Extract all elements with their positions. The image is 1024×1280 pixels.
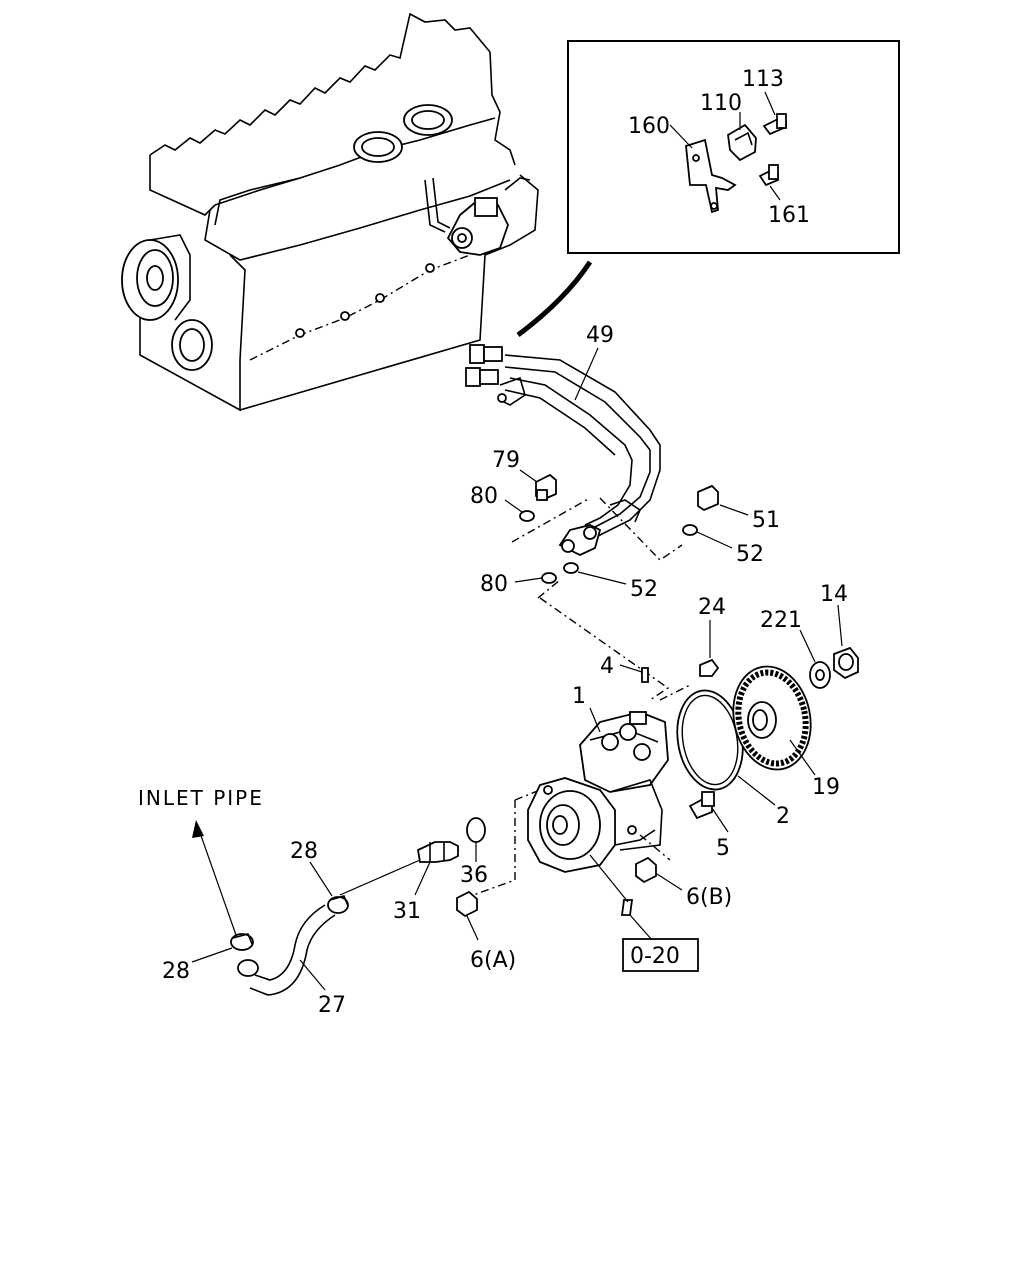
inlet-arrow-icon [192, 820, 204, 838]
label-52-upper: 52 [736, 542, 764, 567]
label-51: 51 [752, 508, 780, 533]
fitting-bolts: 79 80 51 52 80 52 [470, 448, 780, 602]
label-2: 2 [776, 804, 790, 829]
label-221: 221 [760, 608, 802, 633]
label-80-lower: 80 [480, 572, 508, 597]
label-19: 19 [812, 775, 840, 800]
label-36: 36 [460, 863, 488, 888]
label-160: 160 [628, 114, 670, 139]
bracket-inset-box: 113 110 160 161 [567, 40, 900, 254]
label-28-lower: 28 [162, 959, 190, 984]
label-80-upper: 80 [470, 484, 498, 509]
label-28-upper: 28 [290, 839, 318, 864]
label-6b: 6(B) [686, 885, 732, 910]
label-110: 110 [700, 91, 742, 116]
label-24: 24 [698, 595, 726, 620]
label-0-20: 0-20 [630, 944, 680, 969]
label-31: 31 [393, 899, 421, 924]
inset-pointer-arc [516, 260, 593, 338]
label-5: 5 [716, 836, 730, 861]
engine-block-illustration [121, 12, 539, 412]
fuel-pump-assembly: 1 2 19 24 221 14 4 [456, 582, 859, 973]
reference-box [622, 938, 699, 972]
label-161: 161 [768, 203, 810, 228]
label-49: 49 [586, 323, 614, 348]
label-113: 113 [742, 67, 784, 92]
inlet-pipe-label: INLET PIPE [138, 786, 264, 810]
label-79: 79 [492, 448, 520, 473]
label-27: 27 [318, 993, 346, 1018]
label-52-lower: 52 [630, 577, 658, 602]
label-6a: 6(A) [470, 948, 516, 973]
label-4: 4 [600, 654, 614, 679]
label-14: 14 [820, 582, 848, 607]
fuel-pipe-49: 49 [465, 323, 661, 556]
label-1: 1 [572, 684, 586, 709]
inlet-hose-assembly: 31 28 27 28 INLET PIPE [138, 786, 459, 1018]
gear-19 [732, 665, 812, 771]
